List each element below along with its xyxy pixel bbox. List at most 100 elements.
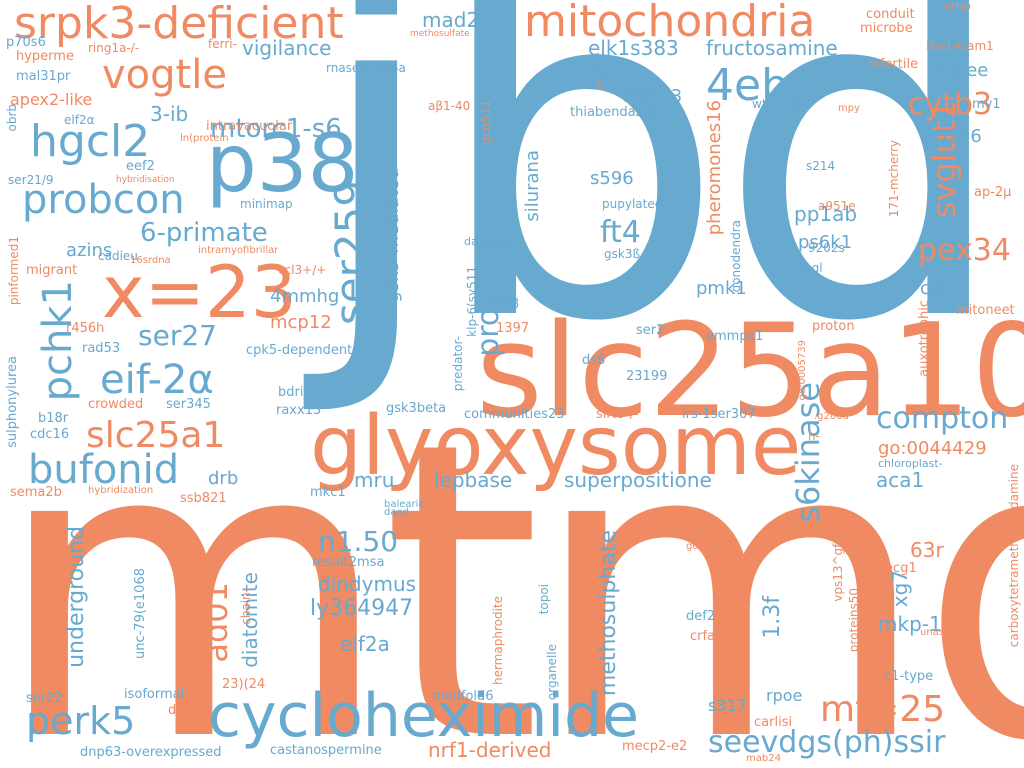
word-communities23: communities23	[464, 407, 565, 422]
word-organelle: organelle	[545, 644, 559, 701]
word-ssb821: ssb821	[180, 491, 227, 506]
word-sema2b: sema2b	[10, 485, 62, 500]
word-pchk1: pchk1	[35, 280, 81, 402]
word-ser22: ser22	[26, 691, 63, 706]
word-recg1: recg1	[880, 561, 917, 576]
word-pheromones16: pheromones16	[704, 100, 725, 236]
word-chloroplast: chloroplast-	[878, 457, 943, 470]
word-gsk3-mediated: gsk3-mediated	[382, 168, 403, 303]
word-1axc: 1axc	[588, 60, 636, 84]
word-balearic: balearic	[384, 499, 424, 510]
word-s596: s596	[590, 168, 634, 189]
word-proteins50: proteins50	[847, 588, 861, 653]
word-ab1-40: aβ1-40	[428, 99, 471, 113]
word-elf2a: elf2a	[340, 632, 390, 656]
word-c1-type: c1-type	[884, 669, 934, 684]
word-rpoe: rpoe	[766, 686, 803, 705]
word-hgcl2: hgcl2	[30, 116, 151, 167]
word-mcp12: mcp12	[270, 312, 332, 333]
word-h: h-	[808, 429, 820, 443]
word-mt25: mt=25	[820, 689, 946, 730]
word-n1-50: n1.50	[318, 525, 399, 558]
word-raxx13: raxx13	[276, 403, 322, 418]
word-bdri: bdri	[278, 385, 304, 400]
word-ring1a: ring1a-/-	[88, 41, 140, 55]
word-sulphonylurea: sulphonylurea	[5, 356, 20, 448]
word-crfap: crfap	[690, 629, 724, 644]
word-s6kinase: s6kinase	[789, 382, 827, 523]
word-cip1: cip1	[920, 278, 958, 299]
word-minimap: minimap	[240, 197, 293, 211]
word-chain: chain-	[239, 588, 253, 625]
word-drb: drb	[208, 468, 239, 489]
word-seevdgs: seevdgs(ph)ssir	[708, 725, 946, 760]
word-ser345: ser345	[166, 397, 211, 412]
word-hybridisation: hybridisation	[116, 175, 175, 185]
word-klp-6: klp-6(sy511	[465, 266, 479, 337]
word-mv1: mv1	[972, 97, 1001, 112]
word-a951e: a951e	[818, 199, 856, 213]
word-crowded: crowded	[88, 397, 144, 412]
word-p70s6: p70s6	[6, 35, 46, 50]
word-4mmhg: 4mmhg	[270, 286, 340, 307]
word-azins: azins	[66, 240, 113, 261]
word-mru: mru	[354, 468, 395, 492]
word-23199: 23199	[626, 369, 668, 384]
word-gonopore: gonopore	[686, 541, 734, 552]
word-result2msa: result2msa	[312, 555, 385, 570]
word-gonodendra: gonodendra	[729, 220, 743, 293]
word-wtu: wtu	[752, 97, 775, 111]
word-perk5: perk5	[26, 699, 136, 743]
word-auxotrophic: auxotrophic	[917, 300, 932, 377]
word-vigilance: vigilance	[242, 36, 332, 60]
word-go0005739: go:0005739	[797, 340, 808, 401]
word-glyoxysome: glyoxysome	[310, 399, 802, 494]
word-ds6: ds6	[582, 353, 606, 368]
word-vogtle: vogtle	[102, 52, 227, 98]
word-mkp-1: mkp-1	[878, 612, 942, 636]
word-conduit: conduit	[866, 7, 915, 22]
word-jbd: jbd	[312, 0, 1011, 422]
word-ln-protein: ln(protein	[180, 133, 229, 144]
word-elk1s383: elk1s383	[588, 36, 679, 60]
word-s214: s214	[806, 159, 836, 173]
word-intravacuolar: intravacuolar	[206, 119, 293, 134]
word-23-24: 23)(24	[222, 677, 266, 692]
word-slc25a1: slc25a1	[86, 415, 226, 456]
word-nrf1-derived: nrf1-derived	[428, 738, 552, 762]
word-ap-2u: ap-2μ	[974, 185, 1012, 200]
word-f: f-	[596, 79, 604, 93]
word-b18r: b18r	[38, 411, 69, 426]
word-hybridization: hybridization	[88, 485, 154, 496]
word-silurana: silurana	[522, 150, 543, 222]
word-microbe: microbe	[860, 21, 913, 36]
word-predator: predator-	[451, 336, 465, 392]
word-vrnp: vrnp	[944, 0, 972, 13]
word-carboxytetramethylrhodamine: carboxytetramethylrhodamine	[1007, 464, 1021, 648]
word-def2: def2	[686, 609, 716, 624]
word-compton: compton	[876, 401, 1009, 436]
word-elf2alpha: elf2α	[64, 113, 95, 127]
word-proton: proton	[812, 319, 855, 334]
word-bgl: bgl	[804, 261, 823, 275]
word-pupylated: pupylated	[602, 197, 663, 211]
word-rupee: rupee	[936, 60, 989, 81]
word-dnp63-overexpressed: dnp63-overexpressed	[80, 745, 222, 760]
word-gcn511: gcn511	[479, 100, 493, 145]
word-go0044429: go:0044429	[878, 438, 987, 459]
word-pex34: pex34	[918, 233, 1011, 268]
word-dindymus: dindymus	[318, 572, 417, 596]
word-aca1: aca1	[876, 468, 925, 492]
word-rad53: rad53	[82, 341, 121, 356]
word-obrb: obrb	[5, 104, 19, 132]
word-gsk3b: gsk3ß	[604, 247, 641, 261]
word-pmk1: pmk1	[696, 278, 747, 299]
word-ser2: ser2	[636, 323, 665, 338]
word-a2f: α2f	[782, 97, 802, 111]
word-mtorc1-s6: mtorc1-s6	[210, 114, 342, 144]
word-rnasea: rnasea	[326, 61, 367, 75]
word-migrant: migrant	[26, 263, 78, 278]
word-sirt3: sirt3-/-	[596, 407, 639, 422]
word-bufonid: bufonid	[28, 447, 180, 493]
word-ps6k1: ps6k1	[798, 232, 853, 253]
